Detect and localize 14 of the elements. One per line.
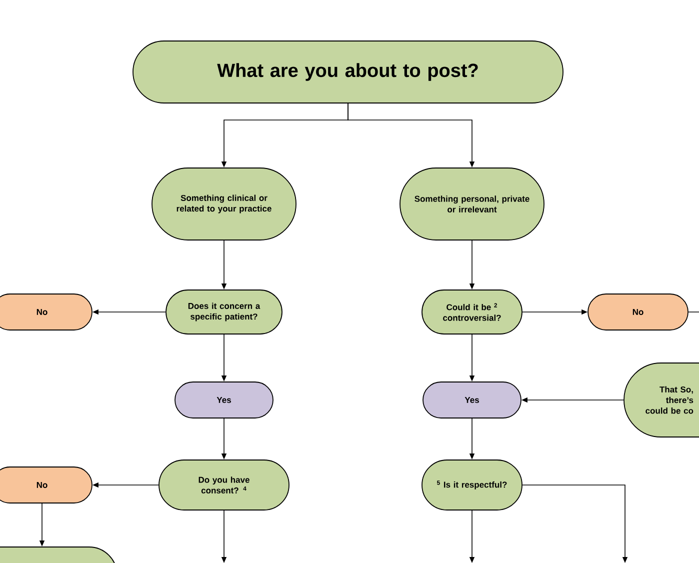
- terminal-box: No: [0, 466, 92, 504]
- terminal-box: Could it be $^{2}$ controversial?: [422, 290, 522, 334]
- terminal-box: That So, there’s could be co: [624, 362, 699, 438]
- terminal-box: Something personal, private or irrelevant: [400, 168, 544, 240]
- terminal-box: No: [0, 294, 92, 330]
- terminal-box: Yes: [174, 382, 274, 418]
- terminal-box: Yes: [422, 382, 522, 418]
- title-box: What are you about to post?: [132, 40, 564, 104]
- terminal-shape: [0, 546, 118, 563]
- terminal-box: $^{5}$ Is it respectful?: [422, 460, 522, 510]
- terminal-box: Does it concern a specific patient?: [166, 290, 282, 334]
- terminal-box: Do you have consent? $^{4}$: [158, 460, 290, 510]
- terminal-box: No: [588, 294, 688, 330]
- terminal-box: Something clinical or related to your practice: [152, 168, 296, 240]
